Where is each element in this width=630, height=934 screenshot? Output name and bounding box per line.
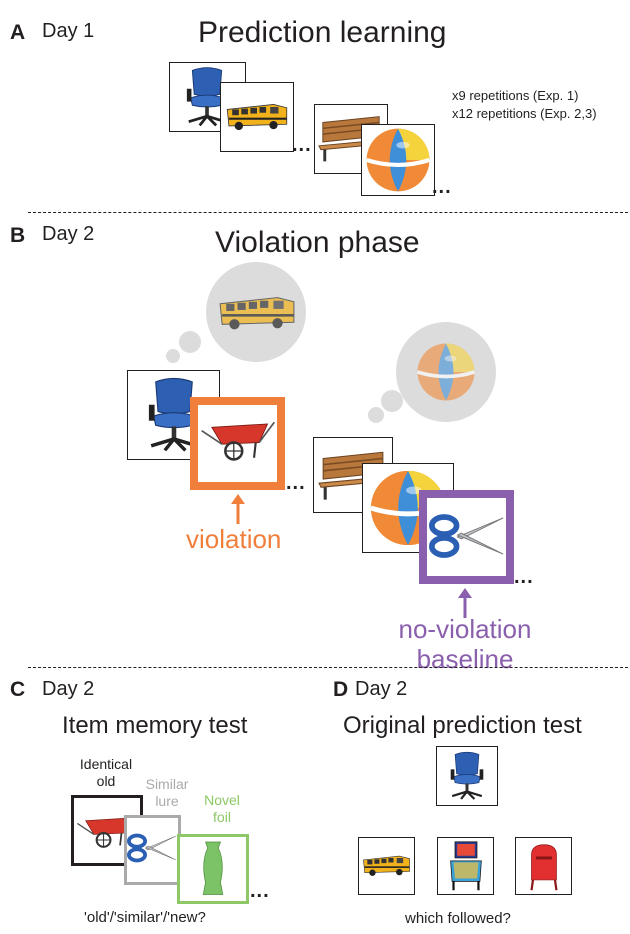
thought-bubble-bus [166, 262, 306, 363]
wheelbarrow-icon [200, 420, 276, 461]
repetitions-exp23: x12 repetitions (Exp. 2,3) [452, 106, 597, 121]
panel-b-day: Day 2 [42, 223, 95, 245]
panel-c-letter: C [10, 678, 26, 701]
ball-card [361, 124, 435, 196]
identical-label-line1: Identical [79, 756, 133, 772]
thought-bubble-ball [368, 322, 496, 423]
baseline-label: no-violation baseline [370, 614, 560, 674]
identical-label: Identical old [60, 756, 152, 790]
baseline-label-line1: no-violation [398, 614, 532, 644]
panel-a-day: Day 1 [42, 20, 95, 42]
cue-chair-card [436, 746, 498, 806]
panel-a-letter: A [10, 21, 26, 44]
similar-label-line2: lure [155, 793, 179, 809]
panel-b-ellipsis-2: ... [514, 566, 534, 588]
choice-pinball-card[interactable] [437, 837, 494, 895]
bus-icon [226, 103, 288, 131]
chair-icon [449, 751, 485, 801]
panel-d-question: which followed? [405, 910, 511, 927]
panel-d-day: Day 2 [355, 678, 408, 700]
violation-label: violation [186, 524, 282, 554]
panel-c-title: Item memory test [62, 712, 248, 739]
panel-b-title: Violation phase [215, 226, 420, 259]
vase-icon [202, 841, 224, 895]
panel-d-letter: D [333, 678, 349, 701]
separator-bc [28, 667, 628, 668]
panel-c-question: 'old'/'similar'/'new? [84, 909, 206, 926]
panel-a-title: Prediction learning [198, 16, 447, 49]
scissors-icon [427, 498, 506, 576]
novel-card [177, 834, 249, 904]
mailbox-icon [530, 843, 558, 892]
panel-b-letter: B [10, 224, 26, 247]
choice-mailbox-card[interactable] [515, 837, 572, 895]
violation-card [190, 397, 285, 490]
scissors-icon [127, 833, 177, 863]
similar-card [124, 815, 181, 885]
identical-label-line2: old [96, 773, 116, 789]
baseline-label-line2: baseline [416, 644, 514, 674]
panel-c-ellipsis: ... [250, 880, 270, 902]
baseline-card [419, 490, 514, 584]
violation-arrow-icon [231, 494, 245, 524]
panel-a-ellipsis-1: ... [292, 134, 312, 156]
bus-card [220, 82, 294, 152]
beach-ball-icon [362, 125, 434, 195]
repetitions-exp1: x9 repetitions (Exp. 1) [452, 88, 579, 103]
choice-bus-card[interactable] [358, 837, 415, 895]
panel-b-ellipsis-1: ... [286, 472, 306, 494]
pinball-machine-icon [449, 840, 483, 892]
panel-c-day: Day 2 [42, 678, 95, 700]
panel-d-title: Original prediction test [343, 712, 582, 739]
baseline-arrow-icon [458, 588, 472, 618]
novel-label-line2: foil [213, 809, 231, 825]
panel-a-ellipsis-2: ... [432, 176, 452, 198]
novel-label: Novel foil [192, 792, 252, 826]
similar-label-line1: Similar [145, 776, 189, 792]
separator-ab [28, 212, 628, 213]
bus-icon [363, 855, 410, 877]
novel-label-line1: Novel [204, 792, 240, 808]
similar-label: Similar lure [134, 776, 200, 810]
